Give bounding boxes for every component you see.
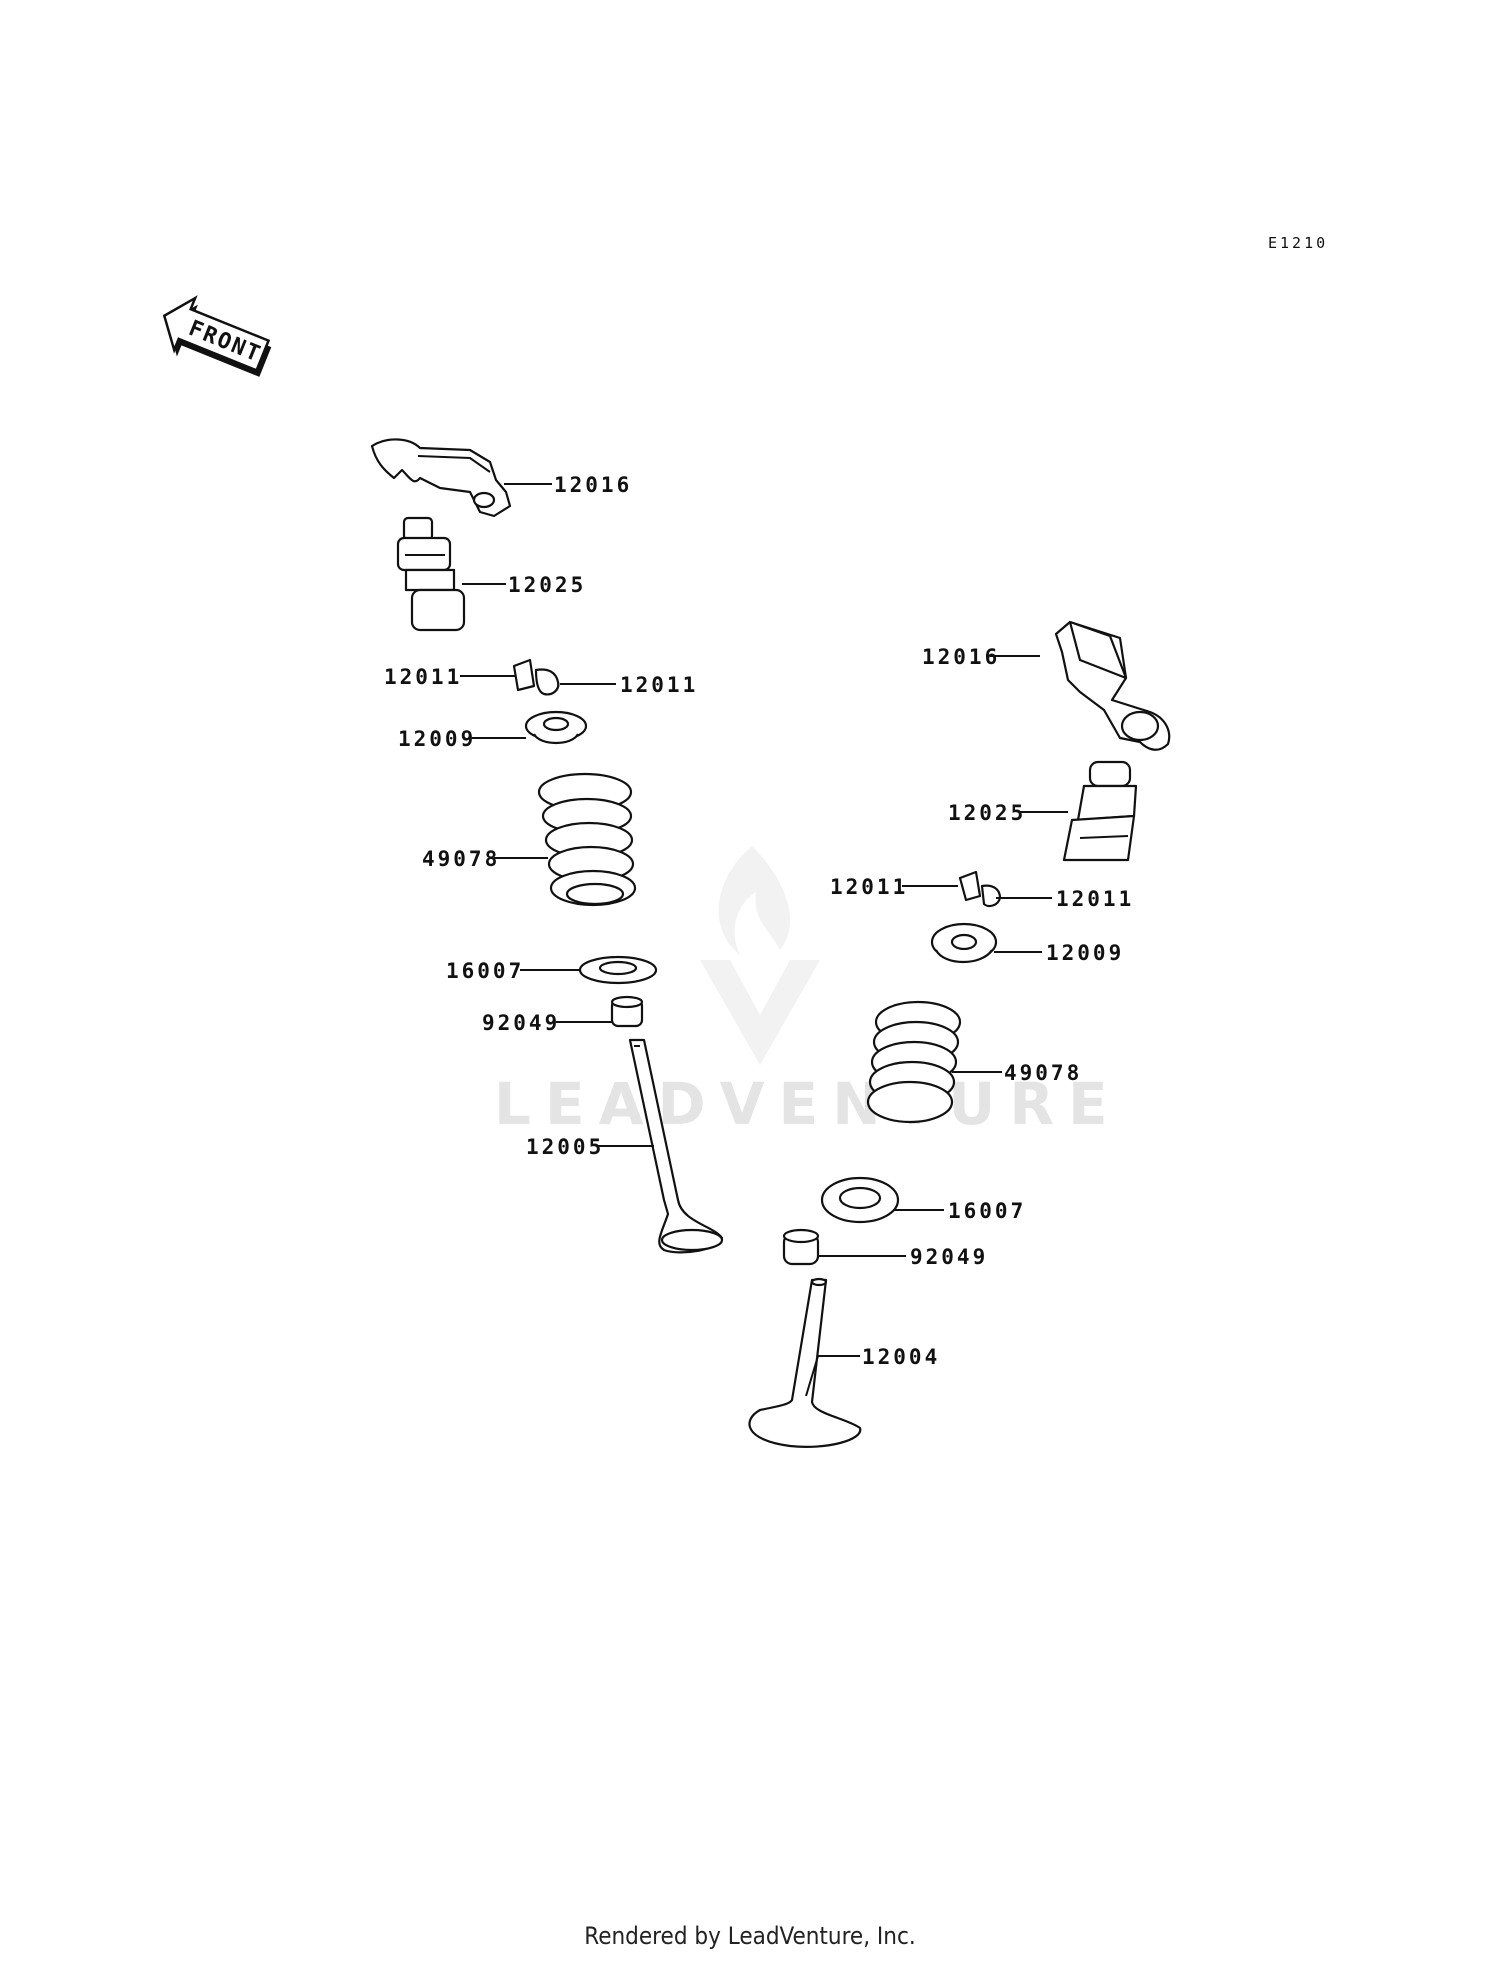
callout-right-valve: 12004 [862, 1345, 940, 1369]
rocker-arm-right [1054, 620, 1171, 751]
spring-right [866, 1000, 962, 1124]
callout-left-retainer: 12009 [398, 727, 476, 751]
spring-seat-right [820, 1176, 900, 1224]
callout-right-cotter-a: 12011 [830, 875, 908, 899]
callout-right-stem-seal: 92049 [910, 1245, 988, 1269]
callout-right-spring-seat: 16007 [948, 1199, 1026, 1223]
stem-seal-left [610, 995, 644, 1028]
callout-right-cotter-b: 12011 [1056, 887, 1134, 911]
callout-labels: 12016 12025 12011 12011 12009 49078 1600… [384, 473, 1134, 1369]
valve-left [628, 1038, 724, 1254]
watermark-text: LEADVENTURE [494, 1070, 1122, 1138]
watermark-logo [700, 846, 820, 1065]
retainer-right [930, 922, 998, 963]
callout-left-stem-seal: 92049 [482, 1011, 560, 1035]
front-arrow-icon: FRONT [162, 295, 272, 377]
lifter-right [1062, 760, 1138, 862]
callout-left-cotter-b: 12011 [620, 673, 698, 697]
cotters-right [958, 870, 1002, 908]
rocker-arm-left [370, 438, 512, 518]
callout-left-valve: 12005 [526, 1135, 604, 1159]
cotters-left [512, 658, 560, 696]
lifter-left [396, 516, 466, 632]
spring-left [537, 772, 637, 907]
footer-credit: Rendered by LeadVenture, Inc. [584, 1922, 916, 1950]
callout-left-spring: 49078 [422, 847, 500, 871]
leader-lines [460, 483, 1068, 1397]
callout-right-rocker-arm: 12016 [922, 645, 1000, 669]
callout-left-rocker-arm: 12016 [554, 473, 632, 497]
retainer-left [524, 710, 588, 745]
stem-seal-right [782, 1228, 820, 1266]
spring-seat-left [578, 955, 658, 985]
callout-right-lifter: 12025 [948, 801, 1026, 825]
callout-left-spring-seat: 16007 [446, 959, 524, 983]
callout-left-lifter: 12025 [508, 573, 586, 597]
valve-right [748, 1277, 862, 1448]
callout-left-cotter-a: 12011 [384, 665, 462, 689]
callout-right-retainer: 12009 [1046, 941, 1124, 965]
diagram-code: E1210 [1268, 234, 1328, 252]
callout-right-spring: 49078 [1004, 1061, 1082, 1085]
